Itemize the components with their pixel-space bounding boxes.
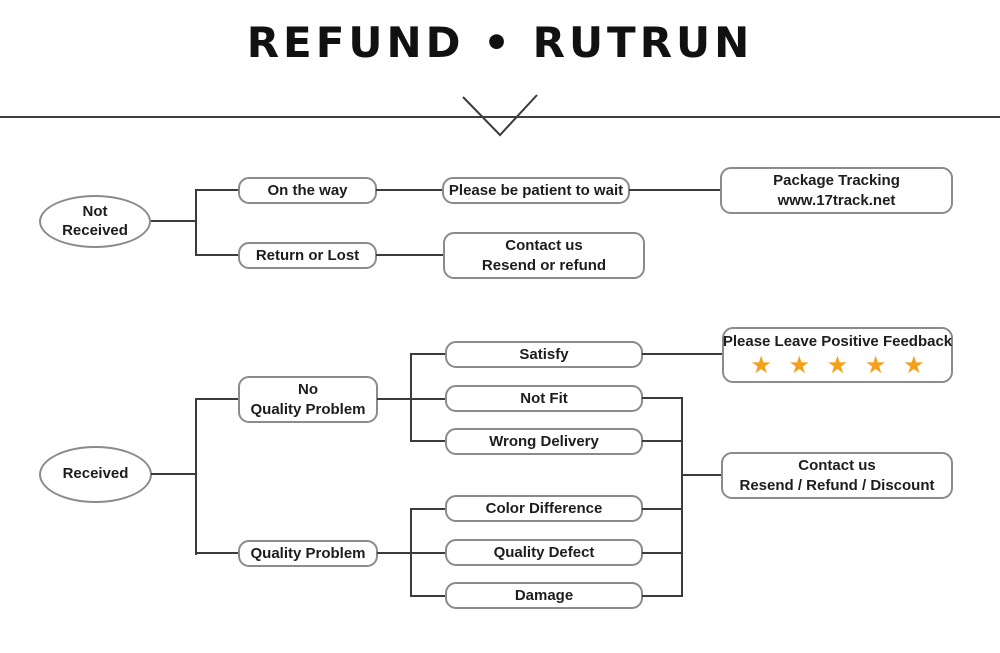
connector-line — [151, 220, 197, 222]
node-label: Please Leave Positive Feedback — [722, 333, 953, 351]
node-label: Return or Lost — [255, 246, 360, 264]
connector-line — [151, 473, 197, 475]
connector-line — [681, 397, 683, 597]
node-label: Package Tracking — [773, 172, 900, 189]
node-label: Not — [82, 202, 108, 220]
node-label: Resend or refund — [481, 256, 607, 274]
connector-line — [195, 254, 239, 256]
connector-line — [410, 508, 446, 510]
node-on-the-way: On the way — [238, 177, 377, 204]
node-label: No — [298, 381, 318, 398]
connector-line — [642, 440, 683, 442]
node-label: Wrong Delivery — [489, 432, 599, 450]
connector-line — [195, 189, 239, 191]
node-label: Quality Problem — [250, 544, 366, 562]
node-no-quality-problem: No Quality Problem — [238, 376, 378, 423]
node-not-received: Not Received — [39, 195, 151, 248]
node-label: Damage — [514, 586, 574, 604]
node-quality-problem: Quality Problem — [238, 540, 378, 567]
connector-line — [376, 189, 443, 191]
node-label: Satisfy — [519, 345, 569, 363]
node-quality-defect: Quality Defect — [445, 539, 643, 566]
node-be-patient: Please be patient to wait — [442, 177, 630, 204]
connector-line — [410, 353, 446, 355]
connector-line — [195, 398, 197, 555]
node-label: On the way — [267, 181, 348, 199]
node-label: Not Fit — [520, 389, 568, 407]
connector-line — [410, 353, 412, 442]
node-label: Received — [62, 465, 129, 483]
connector-line — [410, 440, 446, 442]
node-satisfy: Satisfy — [445, 341, 643, 368]
node-label: Contact us — [798, 457, 876, 474]
tracking-url-text: www.17track.net — [777, 191, 896, 209]
connector-line — [642, 595, 683, 597]
node-received: Received — [39, 446, 152, 503]
page-title: REFUND • RUTRUN — [246, 18, 754, 67]
connector-line — [195, 552, 239, 554]
node-label: Color Difference — [485, 499, 603, 517]
chevron-down-icon — [462, 94, 538, 137]
connector-line — [195, 189, 197, 256]
node-not-fit: Not Fit — [445, 385, 643, 412]
node-color-difference: Color Difference — [445, 495, 643, 522]
connector-line — [410, 595, 446, 597]
connector-line — [629, 189, 721, 191]
node-label: Please be patient to wait — [448, 181, 624, 199]
node-damage: Damage — [445, 582, 643, 609]
node-label: Quality Defect — [493, 543, 595, 561]
connector-line — [642, 397, 683, 399]
connector-line — [410, 508, 412, 597]
five-star-rating-icon: ★ ★ ★ ★ ★ — [750, 351, 930, 379]
node-label: Resend / Refund / Discount — [739, 476, 935, 494]
node-contact-resend-refund: Contact us Resend or refund — [443, 232, 645, 279]
connector-line — [642, 508, 683, 510]
connector-line — [642, 353, 723, 355]
node-wrong-delivery: Wrong Delivery — [445, 428, 643, 455]
node-label: Quality Problem — [250, 400, 366, 418]
connector-line — [376, 254, 444, 256]
connector-line — [195, 398, 239, 400]
node-label: Received — [62, 221, 128, 239]
connector-line — [681, 474, 722, 476]
connector-line — [642, 552, 683, 554]
node-positive-feedback: Please Leave Positive Feedback ★ ★ ★ ★ ★ — [722, 327, 953, 383]
header-divider-line — [0, 116, 1000, 118]
node-contact-resend-refund-discount: Contact us Resend / Refund / Discount — [721, 452, 953, 499]
node-label: Contact us — [505, 237, 583, 254]
node-return-or-lost: Return or Lost — [238, 242, 377, 269]
node-package-tracking: Package Tracking www.17track.net — [720, 167, 953, 214]
